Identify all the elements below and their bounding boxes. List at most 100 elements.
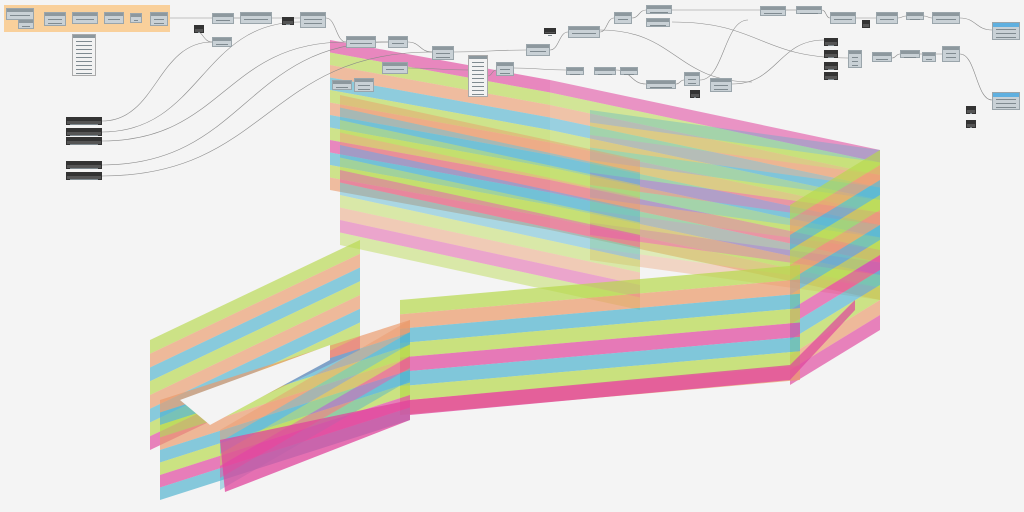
node-header[interactable]: [901, 51, 919, 54]
graph-node[interactable]: [992, 22, 1020, 40]
node-header[interactable]: [615, 13, 631, 16]
graph-node[interactable]: [72, 12, 98, 24]
node-port[interactable]: [70, 144, 98, 145]
node-port[interactable]: [436, 57, 450, 58]
graph-node[interactable]: [690, 90, 700, 98]
node-header[interactable]: [933, 13, 959, 16]
graph-node[interactable]: [966, 106, 976, 114]
node-port[interactable]: [76, 19, 94, 20]
node-header[interactable]: [993, 93, 1019, 97]
node-header[interactable]: [383, 63, 407, 66]
node-port[interactable]: [216, 20, 230, 21]
node-header[interactable]: [797, 7, 821, 10]
node-header[interactable]: [825, 63, 837, 66]
graph-node[interactable]: [830, 12, 856, 24]
node-header[interactable]: [595, 68, 615, 71]
node-header[interactable]: [67, 118, 101, 121]
graph-node[interactable]: [432, 46, 454, 60]
node-port[interactable]: [286, 24, 290, 25]
node-port[interactable]: [688, 79, 696, 80]
node-port[interactable]: [828, 57, 834, 58]
node-port[interactable]: [48, 19, 62, 20]
graph-node[interactable]: [526, 44, 550, 56]
node-header[interactable]: [967, 121, 975, 124]
node-header[interactable]: [621, 68, 637, 71]
node-header[interactable]: [333, 81, 351, 84]
node-header[interactable]: [877, 13, 897, 16]
node-header[interactable]: [943, 47, 959, 50]
node-header[interactable]: [685, 73, 699, 76]
node-port[interactable]: [852, 57, 858, 58]
graph-node[interactable]: [568, 26, 600, 38]
graph-node[interactable]: [932, 12, 960, 24]
graph-node[interactable]: [684, 72, 700, 86]
node-header[interactable]: [907, 13, 923, 16]
node-port[interactable]: [392, 43, 404, 44]
node-port[interactable]: [472, 86, 484, 87]
node-header[interactable]: [647, 19, 669, 22]
node-header[interactable]: [241, 13, 271, 16]
node-port[interactable]: [76, 65, 92, 66]
node-header[interactable]: [831, 13, 855, 16]
node-port[interactable]: [70, 124, 98, 125]
node-header[interactable]: [849, 51, 861, 54]
node-port[interactable]: [350, 43, 372, 44]
graph-node[interactable]: [332, 80, 352, 90]
graph-node[interactable]: [18, 19, 34, 29]
graph-node[interactable]: [646, 80, 676, 89]
node-port[interactable]: [134, 20, 138, 21]
node-header[interactable]: [213, 38, 231, 41]
node-port[interactable]: [624, 74, 634, 75]
node-header[interactable]: [283, 18, 293, 21]
node-header[interactable]: [825, 73, 837, 76]
node-port[interactable]: [598, 74, 612, 75]
node-header[interactable]: [873, 53, 891, 56]
graph-node[interactable]: [992, 92, 1020, 110]
node-port[interactable]: [714, 89, 728, 90]
graph-node[interactable]: [66, 172, 102, 180]
node-port[interactable]: [336, 87, 348, 88]
node-port[interactable]: [358, 89, 370, 90]
node-header[interactable]: [923, 53, 935, 56]
node-port[interactable]: [764, 13, 782, 14]
graph-node[interactable]: [824, 50, 838, 58]
graph-node[interactable]: [66, 137, 102, 145]
node-header[interactable]: [691, 91, 699, 94]
node-port[interactable]: [970, 113, 972, 114]
node-port[interactable]: [216, 44, 228, 45]
graph-node[interactable]: [72, 34, 96, 76]
node-port[interactable]: [880, 19, 894, 20]
node-port[interactable]: [946, 57, 956, 58]
node-port[interactable]: [108, 19, 120, 20]
node-header[interactable]: [105, 13, 123, 16]
graph-node[interactable]: [468, 55, 488, 97]
graph-node[interactable]: [848, 50, 862, 68]
node-port[interactable]: [996, 99, 1016, 100]
node-port[interactable]: [76, 57, 92, 58]
graph-node[interactable]: [900, 50, 920, 58]
node-header[interactable]: [567, 68, 583, 71]
graph-node[interactable]: [872, 52, 892, 62]
node-port[interactable]: [996, 103, 1016, 104]
node-port[interactable]: [996, 37, 1016, 38]
node-port[interactable]: [996, 107, 1016, 108]
node-port[interactable]: [76, 73, 92, 74]
graph-node[interactable]: [710, 78, 732, 92]
node-header[interactable]: [355, 79, 373, 82]
node-header[interactable]: [301, 13, 325, 16]
node-port[interactable]: [876, 59, 888, 60]
graph-node[interactable]: [66, 161, 102, 169]
graph-node[interactable]: [620, 67, 638, 75]
node-port[interactable]: [76, 53, 92, 54]
node-port[interactable]: [386, 69, 404, 70]
graph-node[interactable]: [824, 62, 838, 70]
node-header[interactable]: [73, 35, 95, 38]
node-header[interactable]: [67, 129, 101, 132]
node-header[interactable]: [19, 20, 33, 23]
node-header[interactable]: [195, 26, 203, 29]
node-port[interactable]: [70, 179, 98, 180]
node-header[interactable]: [469, 56, 487, 59]
node-port[interactable]: [936, 19, 956, 20]
graph-node[interactable]: [922, 52, 936, 62]
